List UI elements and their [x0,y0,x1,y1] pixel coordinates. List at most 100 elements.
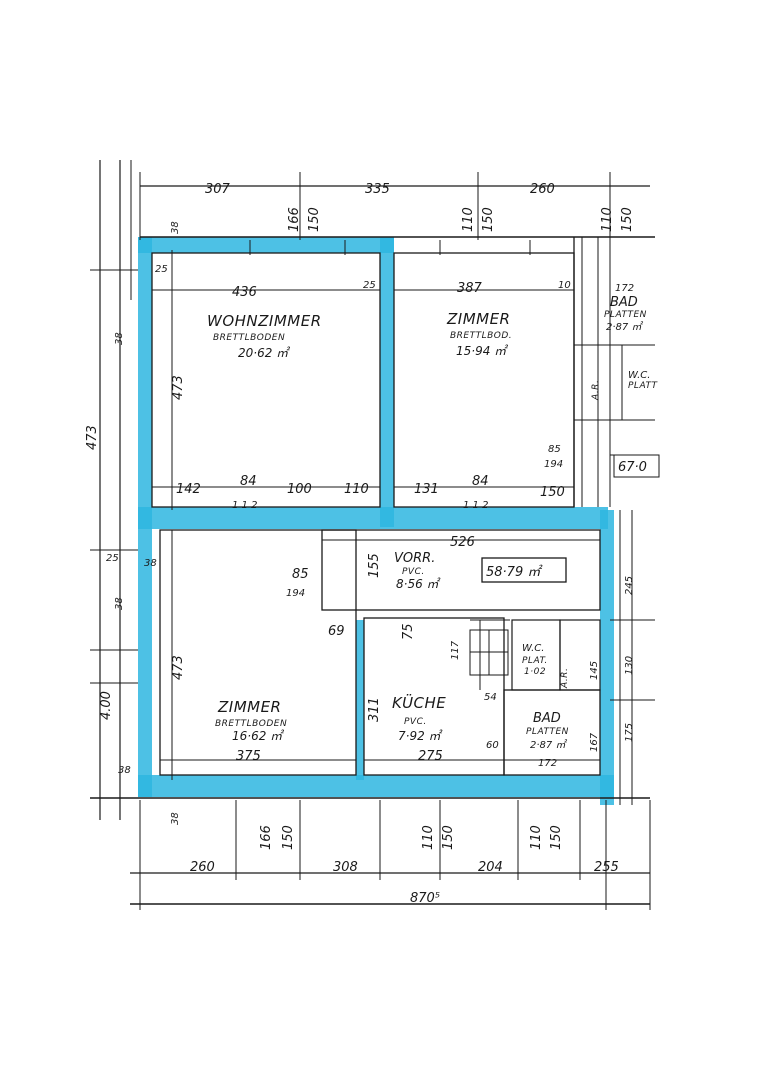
dim-38-mid: 38 [144,558,157,569]
ar-name: A.R. [560,668,570,689]
dim-vert-150-a: 150 [307,207,322,232]
room-area: 15·94 ㎡ [456,344,509,358]
dim-top-2: 335 [365,182,390,197]
dim-69: 69 [328,624,345,639]
dim-110: 110 [344,482,369,497]
dim-85-a: 85 [548,444,561,455]
highlighted-walls [138,237,614,805]
dim-top-1: 307 [205,182,231,197]
dim-bottom-3: 204 [478,860,503,875]
dim-10: 10 [558,280,571,291]
wall-mid-horizontal [138,507,608,529]
dim-38-bl: 38 [118,765,131,776]
dim-vert-110-bottom-b: 110 [529,825,544,850]
wall-kitchen [356,620,364,780]
dim-142: 142 [176,482,201,497]
room-floor: BRETTLBODEN [213,333,285,343]
room-vorraum: 526 VORR. PVC. 8·56 ㎡ 58·79 ㎡ 85 194 155… [286,535,543,639]
room-floor: BRETTLBOD. [450,331,512,341]
room-floor: PLATTEN [604,310,647,320]
dim-38-top: 38 [170,221,181,234]
room-area: 16·62 ㎡ [232,729,285,743]
dim-275: 275 [418,749,443,764]
dim-131: 131 [414,482,439,497]
room-zimmer-top: 387 10 ZIMMER BRETTLBOD. 15·94 ㎡ [446,280,571,358]
dim-84-a: 84 [240,474,257,489]
room-area: 2·87 ㎡ [606,321,643,333]
room-bad-top: 172 BAD PLATTEN 2·87 ㎡ W.C. PLATT A.R. 6… [544,283,658,475]
dim-75: 75 [401,623,416,640]
dim-vert-150-b: 150 [481,207,496,232]
room-name: BAD [610,295,638,310]
wc-name: W.C. [522,643,544,654]
wall-top-left [138,237,394,253]
dim-172: 172 [615,283,634,294]
room-floor: PVC. [404,717,427,727]
top-dimensions: 307 335 260 166 150 110 150 110 150 38 [170,182,635,234]
dim-54: 54 [484,692,497,703]
dim-155: 155 [367,553,382,578]
dim-112-a: 1 1 2 [232,500,257,511]
dim-vert-150-bottom-b: 150 [441,825,456,850]
dim-85-b: 85 [292,567,309,582]
room-name: ZIMMER [446,310,510,328]
room-name: WOHNZIMMER [207,312,322,330]
room-wet-bottom: W.C. PLAT. 1·02 A.R. BAD PLATTEN 2·87 ㎡ … [522,576,635,769]
wall-bottom [138,775,614,797]
dim-vert-166-bottom: 166 [259,825,274,850]
room-floor: PLATTEN [526,727,569,737]
dim-473-b: 473 [171,655,186,680]
dim-117: 117 [450,640,461,660]
dim-84-b: 84 [472,474,489,489]
dim-vert-166: 166 [287,207,302,232]
room-name: ZIMMER [217,698,281,716]
dim-25-b: 25 [155,264,168,275]
dim-311: 311 [367,697,382,722]
room-wohnzimmer: 436 25 25 WOHNZIMMER BRETTLBODEN 20·62 ㎡… [155,264,376,400]
wc-name: W.C. [628,370,650,381]
dim-175: 175 [624,723,635,742]
room-name: BAD [533,711,561,726]
dim-vert-110-bottom-a: 110 [421,825,436,850]
dim-526: 526 [450,535,475,550]
dim-bottom-1: 260 [190,860,215,875]
dim-172-b: 172 [538,758,557,769]
mid-wall-dimensions: 142 84 100 110 131 84 150 1 1 2 1 1 2 [176,474,565,511]
dim-100: 100 [287,482,312,497]
dim-vert-110-a: 110 [461,207,476,232]
room-area: 7·92 ㎡ [398,729,444,743]
dim-vert-150-c: 150 [620,207,635,232]
wc-floor: PLATT [628,381,658,391]
dim-387: 387 [457,281,483,296]
left-dimensions: 473 4.00 38 38 25 [85,332,125,720]
bottom-dimensions: 166 150 110 150 110 150 38 260 308 204 2… [170,812,619,906]
dim-60: 60 [486,740,499,751]
total-width: 870⁵ [410,891,440,906]
room-floor: PVC. [402,567,425,577]
ar-name: A.R. [591,380,601,401]
total-area: 58·79 ㎡ [486,564,543,580]
neighbor-area: 67·0 [618,460,647,475]
room-zimmer-bottom: 473 ZIMMER BRETTLBODEN 16·62 ㎡ 375 38 38 [118,558,287,776]
room-area: 8·56 ㎡ [396,577,442,591]
dim-25-a: 25 [363,280,376,291]
dim-436: 436 [232,285,257,300]
dim-vert-110-b: 110 [600,207,615,232]
room-kueche: 75 311 KÜCHE PVC. 7·92 ㎡ 275 54 60 117 [367,623,499,764]
dim-130: 130 [624,656,635,675]
dim-194-a: 194 [544,459,563,470]
dim-167: 167 [589,732,600,752]
room-floor: BRETTLBODEN [215,719,287,729]
room-name: KÜCHE [392,693,446,712]
room-name: VORR. [394,551,435,566]
plan-lines [90,160,660,910]
dim-473-a: 473 [171,375,186,400]
dim-38-bottom: 38 [170,812,181,825]
dim-145: 145 [589,661,600,680]
room-area: 2·87 ㎡ [530,739,567,751]
dim-473-left: 473 [85,425,100,450]
dim-400-left: 4.00 [99,691,114,720]
dim-194-b: 194 [286,588,305,599]
dim-vert-150-bottom-a: 150 [281,825,296,850]
